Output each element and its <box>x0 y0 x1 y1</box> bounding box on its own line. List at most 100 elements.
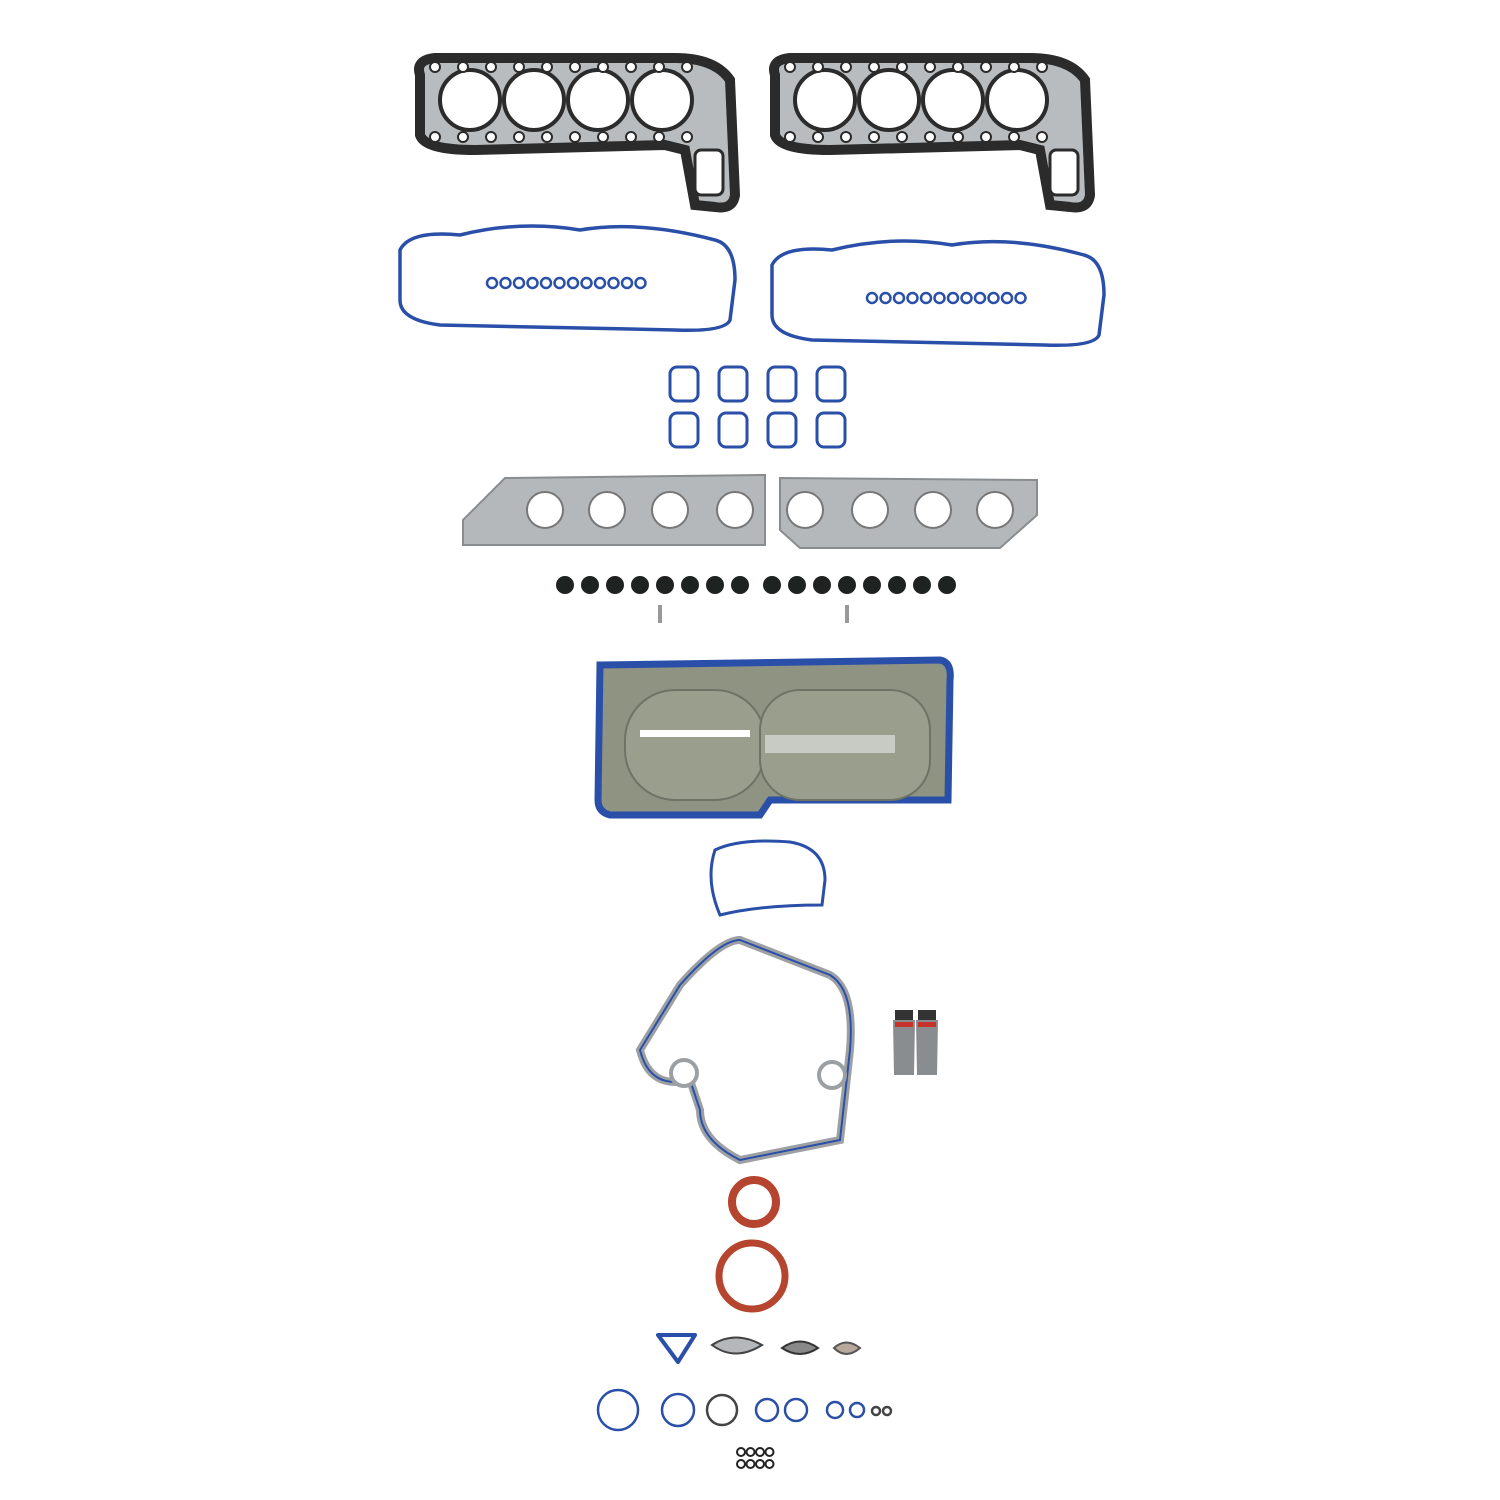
spark-plug-tube-seal <box>499 276 512 290</box>
cylinder-bore <box>921 68 985 132</box>
o-ring <box>754 1397 780 1423</box>
exhaust-port <box>588 491 626 529</box>
bolt-hole <box>812 61 824 73</box>
spark-plug-tube-seal <box>526 276 539 290</box>
bolt-hole <box>457 131 469 143</box>
o-ring <box>705 1393 739 1427</box>
valve-stem-seal <box>731 576 749 594</box>
o-ring <box>596 1388 640 1432</box>
rear-main-seal <box>715 1239 789 1313</box>
intake-port-gasket <box>717 365 749 403</box>
cylinder-bore <box>985 68 1049 132</box>
outlet-gasket <box>780 1340 820 1355</box>
spark-plug-tube-seal <box>987 291 1000 305</box>
bolt-hole <box>457 61 469 73</box>
exhaust-port <box>914 491 952 529</box>
exhaust-manifold-gasket-right <box>779 476 1038 549</box>
sealant-tube <box>916 1020 938 1075</box>
small-gasket <box>832 1341 862 1355</box>
spark-plug-tube-seal <box>512 276 526 290</box>
spark-plug-tube-seal <box>620 276 634 290</box>
coolant-port <box>1048 148 1080 197</box>
front-crank-seal <box>728 1176 780 1228</box>
valve-stem-seal <box>556 576 574 594</box>
o-ring <box>660 1392 696 1428</box>
bolt-hole <box>952 131 964 143</box>
sealant-tube <box>893 1020 915 1075</box>
bolt-hole <box>952 61 964 73</box>
spark-plug-tube-seal <box>906 291 919 305</box>
valve-stem-seal <box>656 576 674 594</box>
cylinder-bore <box>438 68 502 132</box>
tiny-o-ring <box>755 1447 765 1457</box>
tiny-o-ring <box>764 1459 775 1469</box>
dowel-hole <box>817 1060 847 1090</box>
tube-cap <box>918 1010 936 1020</box>
spark-plug-tube-seal <box>865 291 879 305</box>
spark-plug-tube-seal <box>933 291 946 305</box>
bolt-hole <box>569 131 581 143</box>
o-ring <box>870 1405 882 1417</box>
bolt-hole <box>1008 61 1020 73</box>
intake-port-gasket <box>766 411 798 449</box>
bolt-hole <box>625 131 637 143</box>
bolt-hole <box>980 131 992 143</box>
exhaust-port <box>526 491 564 529</box>
intake-port-gasket <box>668 411 700 449</box>
bolt-hole <box>597 131 609 143</box>
cylinder-bore <box>566 68 630 132</box>
cylinder-bore <box>630 68 694 132</box>
bolt-hole <box>625 61 637 73</box>
bolt-hole <box>485 131 497 143</box>
bolt-hole <box>924 131 936 143</box>
windage-tray-left <box>624 689 766 801</box>
bolt-hole <box>681 61 693 73</box>
tray-rail <box>765 735 895 753</box>
bolt-hole <box>513 61 525 73</box>
thermostat-gasket <box>656 1333 697 1364</box>
bolt-hole <box>784 61 796 73</box>
valve-stem-seal <box>938 576 956 594</box>
o-ring <box>825 1400 845 1420</box>
cylinder-head-gasket-left <box>414 53 741 213</box>
valve-stem-seal <box>788 576 806 594</box>
spark-plug-tube-seal <box>1014 291 1027 305</box>
valve-stem-seal <box>606 576 624 594</box>
spark-plug-tube-seal <box>960 291 973 305</box>
spark-plug-tube-seal <box>879 291 892 305</box>
valve-stem-seal <box>838 576 856 594</box>
bolt-hole <box>485 61 497 73</box>
bolt-hole <box>681 131 693 143</box>
bolt-hole <box>840 131 852 143</box>
dowel-pin <box>845 605 849 623</box>
intake-port-gasket <box>717 411 749 449</box>
bolt-hole <box>1036 61 1048 73</box>
spark-plug-tube-seal <box>946 291 960 305</box>
bolt-hole <box>1008 131 1020 143</box>
bolt-hole <box>653 131 665 143</box>
bolt-hole <box>812 131 824 143</box>
cylinder-bore <box>857 68 921 132</box>
tiny-o-ring <box>745 1447 756 1457</box>
valve-stem-seal <box>581 576 599 594</box>
intake-port-gasket <box>766 365 798 403</box>
spark-plug-tube-seal <box>1000 291 1014 305</box>
valve-stem-seal <box>863 576 881 594</box>
tube-label <box>918 1022 936 1027</box>
o-ring <box>848 1401 866 1419</box>
bolt-hole <box>653 61 665 73</box>
tiny-o-ring <box>736 1459 746 1469</box>
bolt-hole <box>980 61 992 73</box>
valve-stem-seal <box>813 576 831 594</box>
exhaust-port <box>851 491 889 529</box>
spark-plug-tube-seal <box>580 276 593 290</box>
bolt-hole <box>868 131 880 143</box>
exhaust-port <box>651 491 689 529</box>
bolt-hole <box>840 61 852 73</box>
bolt-hole <box>597 61 609 73</box>
tube-label <box>895 1022 913 1027</box>
timing-cover-seal-bead <box>638 938 852 1162</box>
dowel-pin <box>658 605 662 623</box>
tiny-o-ring <box>745 1459 756 1469</box>
coolant-port <box>693 148 725 197</box>
